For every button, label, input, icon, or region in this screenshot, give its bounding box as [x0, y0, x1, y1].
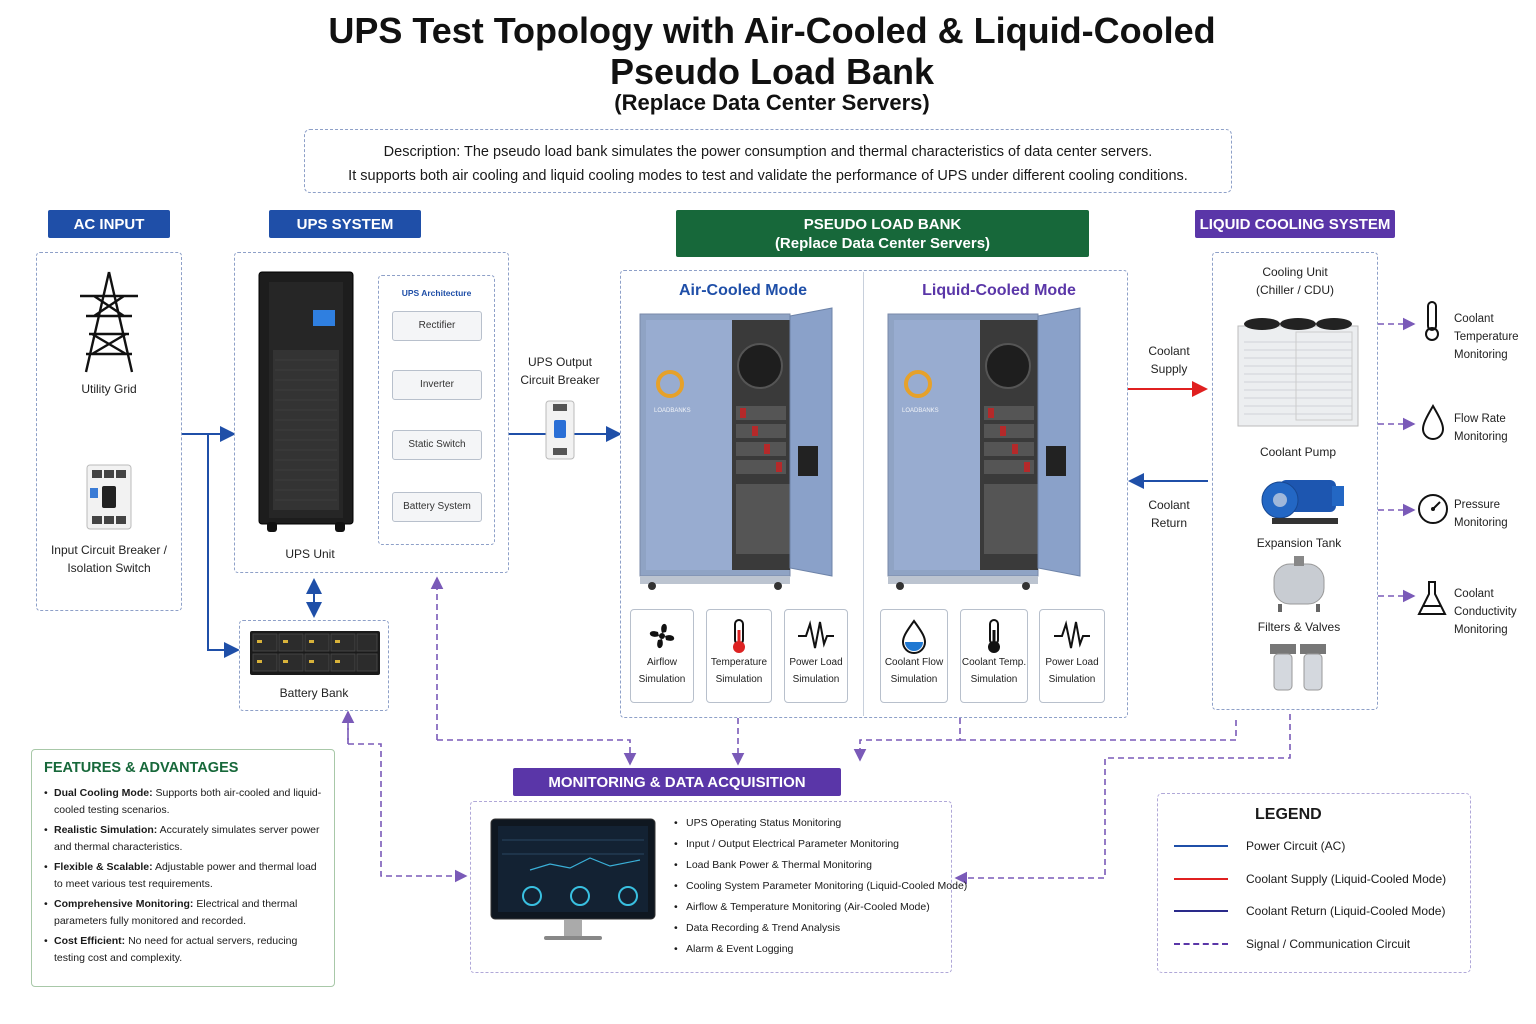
features-panel: FEATURES & ADVANTAGES Dual Cooling Mode:…: [31, 749, 335, 987]
tile-liquid-power-load-simulation: Power Load Simulation: [1039, 609, 1105, 703]
liquid-cooled-load-bank-icon: LOADBANKS: [887, 307, 1081, 590]
arch-static-switch: Static Switch: [392, 430, 482, 460]
ups-unit-label: UPS Unit: [285, 547, 335, 561]
filters-valves-icon: [1270, 644, 1326, 691]
ac-input-header: AC INPUT: [48, 210, 170, 238]
ups-system-header: UPS SYSTEM: [269, 210, 421, 238]
monitoring-item: Input / Output Electrical Parameter Moni…: [674, 834, 967, 855]
coolant-pump-label: Coolant Pump: [1259, 445, 1337, 459]
monitoring-display-icon: [490, 818, 656, 940]
air-cooled-load-bank-icon: LOADBANKS: [639, 307, 833, 590]
air-cooled-mode-title: Air-Cooled Mode: [679, 282, 807, 299]
ups-output-breaker-label: UPS Output Circuit Breaker: [520, 355, 600, 387]
liquid-cooled-brand-text: LOADBANKS: [902, 408, 939, 414]
coolant-pump-icon: [1261, 480, 1344, 524]
input-breaker-icon: [86, 464, 132, 530]
monitoring-list: UPS Operating Status Monitoring Input / …: [674, 813, 967, 960]
monitoring-item: Alarm & Event Logging: [674, 939, 967, 960]
expansion-tank-label: Expansion Tank: [1256, 536, 1342, 550]
battery-bank-label: Battery Bank: [279, 686, 349, 700]
monitoring-item: UPS Operating Status Monitoring: [674, 813, 967, 834]
tile-coolant-temp-simulation: Coolant Temp. Simulation: [960, 609, 1028, 703]
monitoring-item: Cooling System Parameter Monitoring (Liq…: [674, 876, 967, 897]
utility-grid-label: Utility Grid: [81, 382, 137, 396]
coolant-supply-label: Coolant Supply: [1148, 344, 1190, 376]
feature-item: Flexible & Scalable: Adjustable power an…: [44, 859, 322, 893]
liquid-cooling-header: LIQUID COOLING SYSTEM: [1195, 210, 1395, 238]
legend-swatch: [1174, 910, 1228, 912]
monitoring-item: Airflow & Temperature Monitoring (Air-Co…: [674, 897, 967, 918]
monitor-flow-rate: Flow Rate Monitoring: [1454, 413, 1508, 443]
waveform-icon: [798, 620, 834, 649]
ups-cabinet-icon: [258, 271, 354, 532]
mode-divider: [863, 272, 864, 716]
legend-item-return: Coolant Return (Liquid-Cooled Mode): [1174, 904, 1445, 918]
coolant-temperature-icon: [1425, 301, 1439, 341]
legend-panel: LEGEND Power Circuit (AC) Coolant Supply…: [1157, 793, 1471, 973]
monitoring-item: Load Bank Power & Thermal Monitoring: [674, 855, 967, 876]
filters-valves-label: Filters & Valves: [1257, 620, 1341, 634]
description-box: Description: The pseudo load bank simula…: [304, 129, 1232, 193]
feature-item: Comprehensive Monitoring: Electrical and…: [44, 896, 322, 930]
thermometer-icon: [988, 619, 1000, 653]
legend-swatch: [1174, 943, 1228, 945]
fan-icon: [649, 623, 675, 649]
load-bank-header: PSEUDO LOAD BANK (Replace Data Center Se…: [676, 210, 1089, 257]
page-subtitle: (Replace Data Center Servers): [614, 90, 930, 115]
thermometer-icon: [733, 619, 745, 653]
air-cooled-brand-text: LOADBANKS: [654, 408, 691, 414]
pressure-gauge-icon: [1418, 494, 1448, 524]
monitoring-header: MONITORING & DATA ACQUISITION: [513, 768, 841, 796]
liquid-cooled-mode-title: Liquid-Cooled Mode: [922, 282, 1076, 299]
monitoring-item: Data Recording & Trend Analysis: [674, 918, 967, 939]
cooling-unit-label: Cooling Unit (Chiller / CDU): [1256, 265, 1334, 297]
monitor-pressure: Pressure Monitoring: [1454, 499, 1508, 529]
chiller-unit-icon: [1237, 318, 1359, 427]
ups-architecture-title: UPS Architecture: [401, 288, 472, 298]
features-title: FEATURES & ADVANTAGES: [44, 760, 239, 776]
ac-input-panel: [36, 252, 182, 611]
input-breaker-label: Input Circuit Breaker / Isolation Switch: [50, 543, 168, 575]
expansion-tank-icon: [1273, 556, 1325, 612]
legend-item-signal: Signal / Communication Circuit: [1174, 937, 1410, 951]
feature-item: Dual Cooling Mode: Supports both air-coo…: [44, 785, 322, 819]
feature-item: Realistic Simulation: Accurately simulat…: [44, 822, 322, 856]
page-title: UPS Test Topology with Air-Cooled & Liqu…: [328, 10, 1216, 92]
tile-temperature-simulation: Temperature Simulation: [706, 609, 772, 703]
tile-coolant-flow-simulation: Coolant Flow Simulation: [880, 609, 948, 703]
tile-airflow-simulation: Airflow Simulation: [630, 609, 694, 703]
output-breaker-icon: [545, 400, 575, 460]
flow-drop-icon: [1421, 404, 1445, 440]
coolant-return-label: Coolant Return: [1148, 498, 1190, 530]
arch-rectifier: Rectifier: [392, 311, 482, 341]
monitor-coolant-temperature: Coolant Temperature Monitoring: [1454, 313, 1519, 361]
waveform-icon: [1054, 620, 1090, 649]
legend-item-power: Power Circuit (AC): [1174, 839, 1345, 853]
arch-inverter: Inverter: [392, 370, 482, 400]
arch-battery-system: Battery System: [392, 492, 482, 522]
battery-bank-icon: [250, 631, 380, 675]
water-drop-icon: [901, 619, 927, 654]
monitor-coolant-conductivity: Coolant Conductivity Monitoring: [1454, 588, 1517, 636]
legend-item-supply: Coolant Supply (Liquid-Cooled Mode): [1174, 872, 1446, 886]
legend-swatch: [1174, 878, 1228, 880]
flask-icon: [1417, 581, 1447, 615]
transmission-tower-icon: [80, 271, 138, 373]
tile-air-power-load-simulation: Power Load Simulation: [784, 609, 848, 703]
legend-swatch: [1174, 845, 1228, 847]
feature-item: Cost Efficient: No need for actual serve…: [44, 933, 322, 967]
legend-title: LEGEND: [1255, 806, 1322, 823]
